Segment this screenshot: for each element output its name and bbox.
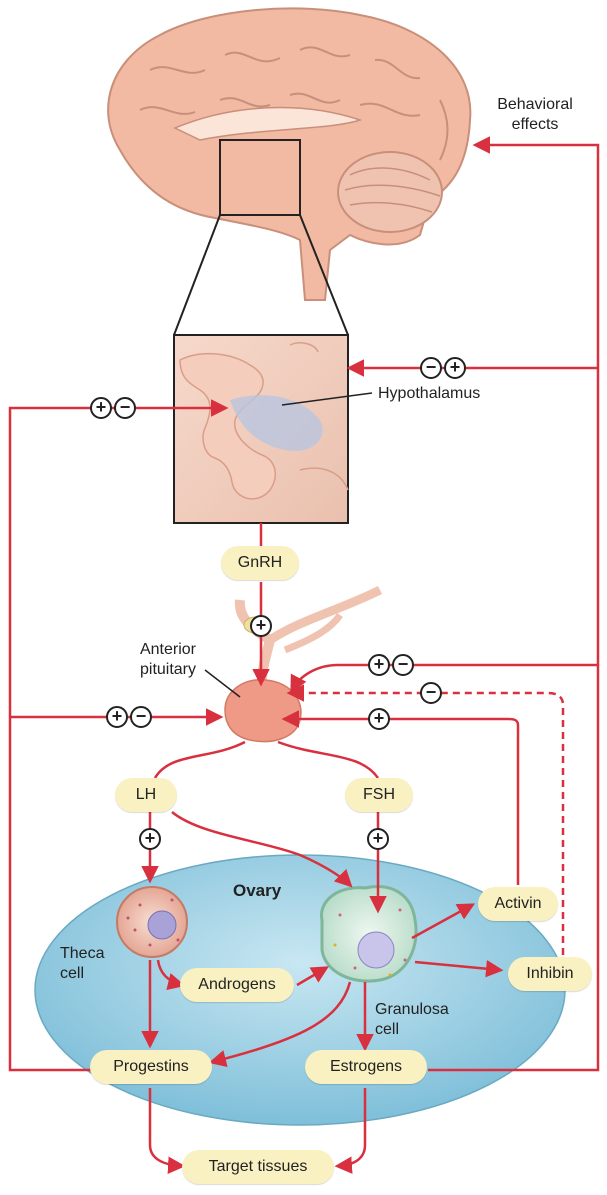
- plus-sign-pit-left: +: [106, 706, 128, 728]
- theca-cell-label: Theca cell: [60, 944, 104, 984]
- minus-sign-inhibin: −: [420, 682, 442, 704]
- ovary-label: Ovary: [233, 881, 281, 901]
- target-tissues-pill: Target tissues: [182, 1150, 334, 1184]
- granulosa-label-line1: Granulosa: [375, 1000, 449, 1020]
- androgens-pill: Androgens: [180, 968, 294, 1002]
- granulosa-cell-label: Granulosa cell: [375, 1000, 449, 1040]
- progestins-pill: Progestins: [90, 1050, 212, 1084]
- anterior-pituitary-label: Anterior pituitary: [128, 640, 208, 680]
- minus-sign-hypo-left: −: [114, 397, 136, 419]
- minus-sign-pit-right: −: [392, 654, 414, 676]
- theca-label-line2: cell: [60, 964, 104, 984]
- plus-sign-hypo-left: +: [90, 397, 112, 419]
- lh-pill: LH: [115, 778, 177, 812]
- hypothalamus-label: Hypothalamus: [378, 384, 480, 404]
- plus-sign-activin: +: [368, 708, 390, 730]
- plus-sign-fsh: +: [367, 828, 389, 850]
- plus-sign-hypo-right: +: [444, 357, 466, 379]
- minus-sign-pit-left: −: [130, 706, 152, 728]
- plus-sign-gnrh: +: [250, 615, 272, 637]
- fsh-pill: FSH: [345, 778, 413, 812]
- behavioral-label-line1: Behavioral: [490, 95, 580, 115]
- estrogens-pill: Estrogens: [305, 1050, 427, 1084]
- behavioral-label-line2: effects: [490, 115, 580, 135]
- gnrh-pill: GnRH: [221, 546, 299, 580]
- anterior-label-line2: pituitary: [128, 660, 208, 680]
- activin-pill: Activin: [478, 887, 558, 921]
- anterior-label-line1: Anterior: [128, 640, 208, 660]
- theca-label-line1: Theca: [60, 944, 104, 964]
- plus-sign-lh: +: [139, 828, 161, 850]
- granulosa-label-line2: cell: [375, 1020, 449, 1040]
- minus-sign-hypo-right: −: [420, 357, 442, 379]
- plus-sign-pit-right: +: [368, 654, 390, 676]
- inhibin-pill: Inhibin: [508, 957, 592, 991]
- behavioral-effects-label: Behavioral effects: [490, 95, 580, 135]
